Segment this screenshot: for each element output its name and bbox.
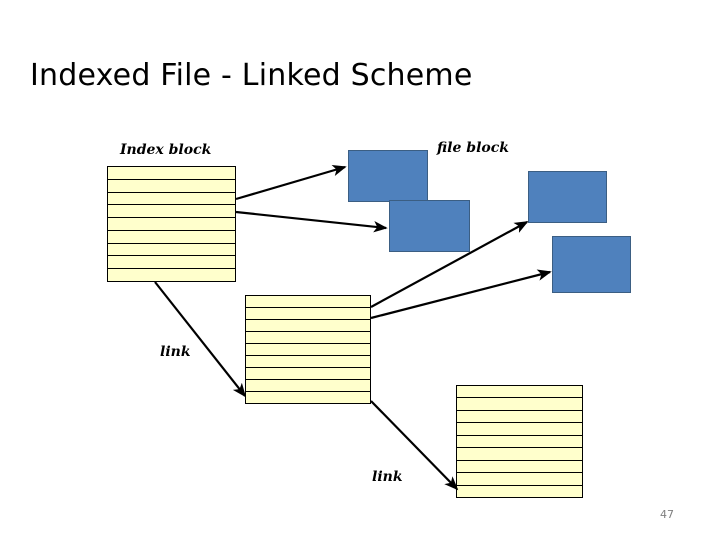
bottom-index-block-row bbox=[457, 398, 582, 411]
middle-index-block-row bbox=[246, 296, 370, 308]
index-block-row bbox=[108, 244, 235, 257]
index-block-row bbox=[108, 180, 235, 193]
bottom-index-block-row bbox=[457, 448, 582, 461]
middle-index-block bbox=[245, 295, 371, 404]
index-block-row bbox=[108, 256, 235, 270]
index-block-row bbox=[108, 269, 235, 281]
index-block-row bbox=[108, 231, 235, 244]
page-number: 47 bbox=[660, 508, 674, 521]
arrow-index-to-middle-link bbox=[154, 281, 247, 398]
file-block-label: file block bbox=[437, 140, 509, 156]
file-block-2 bbox=[389, 200, 470, 252]
bottom-index-block bbox=[456, 385, 583, 498]
arrow-middle-to-file-4 bbox=[370, 269, 552, 320]
middle-index-block-row bbox=[246, 332, 370, 344]
bottom-index-block-row bbox=[457, 486, 582, 497]
middle-index-block-row bbox=[246, 344, 370, 356]
bottom-index-block-row bbox=[457, 411, 582, 424]
middle-index-block-row bbox=[246, 368, 370, 380]
bottom-index-block-row bbox=[457, 423, 582, 436]
bottom-index-block-row bbox=[457, 436, 582, 449]
bottom-index-block-row bbox=[457, 461, 582, 474]
page-title: Indexed File - Linked Scheme bbox=[30, 58, 473, 93]
index-block bbox=[107, 166, 236, 282]
middle-index-block-row bbox=[246, 356, 370, 368]
file-block-3 bbox=[528, 171, 607, 223]
index-block-row bbox=[108, 193, 235, 206]
index-block-row bbox=[108, 167, 235, 180]
bottom-index-block-row bbox=[457, 473, 582, 486]
index-block-label: Index block bbox=[120, 142, 212, 158]
middle-index-block-row bbox=[246, 320, 370, 332]
arrow-index-to-file-2 bbox=[235, 210, 388, 233]
index-block-row bbox=[108, 218, 235, 231]
file-block-1 bbox=[348, 150, 428, 202]
link-label-2: link bbox=[372, 469, 403, 485]
middle-index-block-row bbox=[246, 308, 370, 320]
bottom-index-block-row bbox=[457, 386, 582, 399]
file-block-4 bbox=[552, 236, 631, 293]
link-label-1: link bbox=[160, 344, 191, 360]
middle-index-block-row bbox=[246, 380, 370, 392]
arrow-index-to-file-1 bbox=[235, 164, 347, 201]
index-block-row bbox=[108, 205, 235, 219]
middle-index-block-row bbox=[246, 392, 370, 403]
